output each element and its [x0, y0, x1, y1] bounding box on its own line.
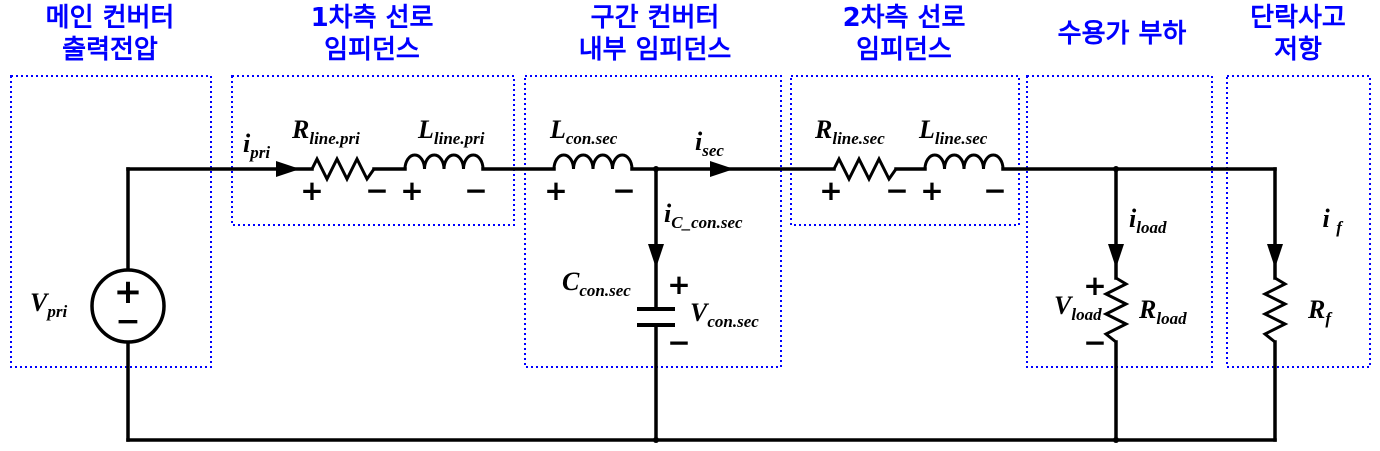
label-i-c-con-sec: iC_con.sec — [664, 199, 743, 232]
label-i-pri: ipri — [243, 129, 270, 162]
l-pri-minus: − — [464, 174, 487, 207]
section-box-fault — [1226, 75, 1371, 368]
l-sec-minus: − — [983, 174, 1006, 207]
arrow-i-sec — [710, 161, 734, 177]
r-sec-minus: − — [885, 174, 908, 207]
label-v-load: Vload — [1054, 291, 1102, 324]
v-load-minus: − — [1083, 326, 1106, 359]
v-con-minus: − — [667, 326, 690, 359]
section-box-primary-line — [231, 75, 515, 226]
label-l-con-sec: Lcon.sec — [549, 115, 618, 148]
arrow-i-pri — [276, 161, 300, 177]
label-c-con-sec: Ccon.sec — [562, 267, 631, 300]
junction-load — [1113, 166, 1119, 172]
junction-cap — [653, 166, 659, 172]
label-r-f: Rf — [1307, 295, 1333, 328]
source-plus-sign: + — [114, 272, 143, 312]
v-load-plus: + — [1083, 269, 1106, 302]
resistor-r-load — [1102, 276, 1130, 344]
resistor-r-f — [1261, 276, 1289, 344]
label-v-con-sec: Vcon.sec — [690, 298, 759, 331]
label-i-load: iload — [1129, 204, 1167, 237]
r-pri-minus: − — [365, 174, 388, 207]
l-sec-plus: + — [920, 174, 943, 207]
label-r-line-pri: Rline.pri — [291, 115, 360, 148]
l-con-plus: + — [544, 174, 567, 207]
voltage-source — [90, 268, 166, 344]
junction-load-bottom — [1113, 437, 1119, 443]
label-v-pri: Vpri — [30, 288, 67, 321]
arrow-i-load — [1108, 244, 1124, 268]
label-i-sec: isec — [695, 127, 724, 160]
label-r-line-sec: Rline.sec — [814, 115, 885, 148]
title-customer-load: 수용가 부하 — [1057, 19, 1187, 49]
source-minus-sign: − — [115, 304, 140, 339]
inductor-l-line-pri — [403, 153, 485, 170]
section-box-secondary-line — [790, 75, 1020, 226]
r-sec-plus: + — [819, 174, 842, 207]
r-pri-plus: + — [300, 174, 323, 207]
resistor-r-line-sec — [832, 155, 898, 183]
l-pri-plus: + — [400, 174, 423, 207]
section-box-load — [1026, 75, 1213, 368]
inductor-l-con-sec — [552, 153, 634, 170]
v-con-plus: + — [667, 268, 690, 301]
inductor-l-line-sec — [923, 153, 1005, 170]
junction-cap-bottom — [653, 437, 659, 443]
section-box-converter — [524, 75, 782, 368]
label-r-load: Rload — [1138, 295, 1187, 328]
arrow-i-f — [1267, 244, 1283, 268]
section-box-source — [10, 75, 212, 368]
label-l-line-pri: Lline.pri — [417, 115, 485, 148]
resistor-r-line-pri — [310, 155, 376, 183]
label-i-f: i f — [1290, 204, 1361, 239]
l-con-minus: − — [612, 174, 635, 207]
label-l-line-sec: Lline.sec — [918, 115, 988, 148]
arrow-i-c-con-sec — [648, 244, 664, 268]
